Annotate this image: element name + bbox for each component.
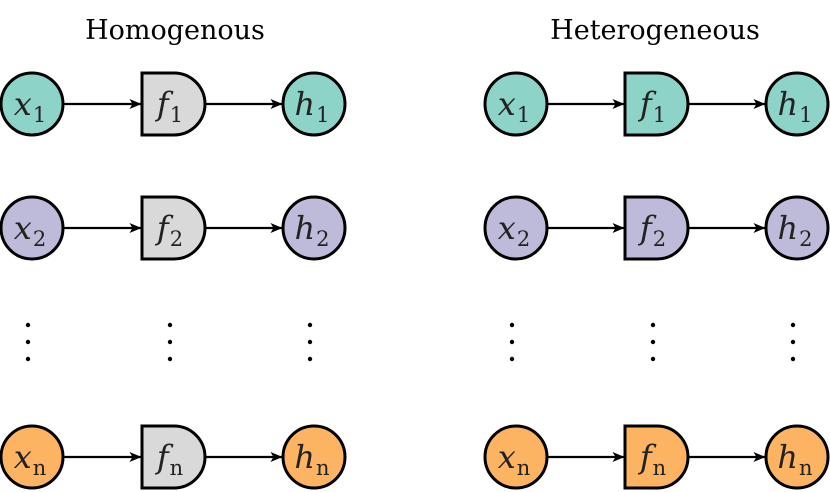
ellipsis-dot (25, 322, 31, 328)
output-node-label: h1 (778, 85, 813, 127)
output-node (281, 71, 347, 137)
output-node (764, 195, 830, 261)
output-node (764, 71, 830, 137)
output-node-label: h2 (295, 209, 330, 251)
ellipsis-dot (509, 322, 515, 328)
vertical-ellipsis (167, 322, 173, 362)
function-node (623, 424, 690, 490)
ellipsis-dot (509, 356, 515, 362)
ellipsis-dot (790, 339, 796, 345)
output-node-label: hn (294, 438, 329, 480)
ellipsis-dot (650, 356, 656, 362)
ellipsis-dot (650, 339, 656, 345)
vertical-ellipsis (790, 322, 796, 362)
input-node-label: x1 (498, 85, 530, 127)
vertical-ellipsis (307, 322, 313, 362)
panel-title-homogenous: Homogenous (85, 15, 265, 46)
input-node (0, 195, 65, 261)
function-node (140, 71, 207, 137)
output-node (281, 195, 347, 261)
ellipsis-dot (167, 339, 173, 345)
function-node (140, 424, 207, 490)
input-node-label: xn (14, 438, 47, 480)
input-node (483, 424, 549, 490)
vertical-ellipsis (650, 322, 656, 362)
panel-title-heterogeneous: Heterogeneous (550, 15, 760, 46)
ellipsis-dot (167, 356, 173, 362)
input-node-label: x2 (498, 209, 530, 251)
function-node (140, 195, 207, 261)
ellipsis-dot (790, 356, 796, 362)
output-node-label: h1 (295, 85, 330, 127)
output-node-label: h2 (778, 209, 813, 251)
ellipsis-dot (307, 339, 313, 345)
ellipsis-dot (650, 322, 656, 328)
input-node-label: xn (498, 438, 531, 480)
vertical-ellipsis (509, 322, 515, 362)
ellipsis-dot (167, 322, 173, 328)
ellipsis-dot (509, 339, 515, 345)
vertical-ellipsis (25, 322, 31, 362)
ellipsis-dot (307, 356, 313, 362)
input-node (483, 195, 549, 261)
ellipsis-dot (25, 339, 31, 345)
output-node (764, 424, 830, 490)
output-node (281, 424, 347, 490)
input-node (0, 71, 65, 137)
input-node-label: x2 (14, 209, 46, 251)
function-node (623, 71, 690, 137)
ellipsis-dot (307, 322, 313, 328)
ellipsis-dot (790, 322, 796, 328)
ellipsis-dot (25, 356, 31, 362)
output-node-label: hn (777, 438, 812, 480)
input-node (483, 71, 549, 137)
ellipsis-markers (25, 322, 796, 362)
function-node (623, 195, 690, 261)
input-node (0, 424, 65, 490)
input-node-label: x1 (14, 85, 46, 127)
